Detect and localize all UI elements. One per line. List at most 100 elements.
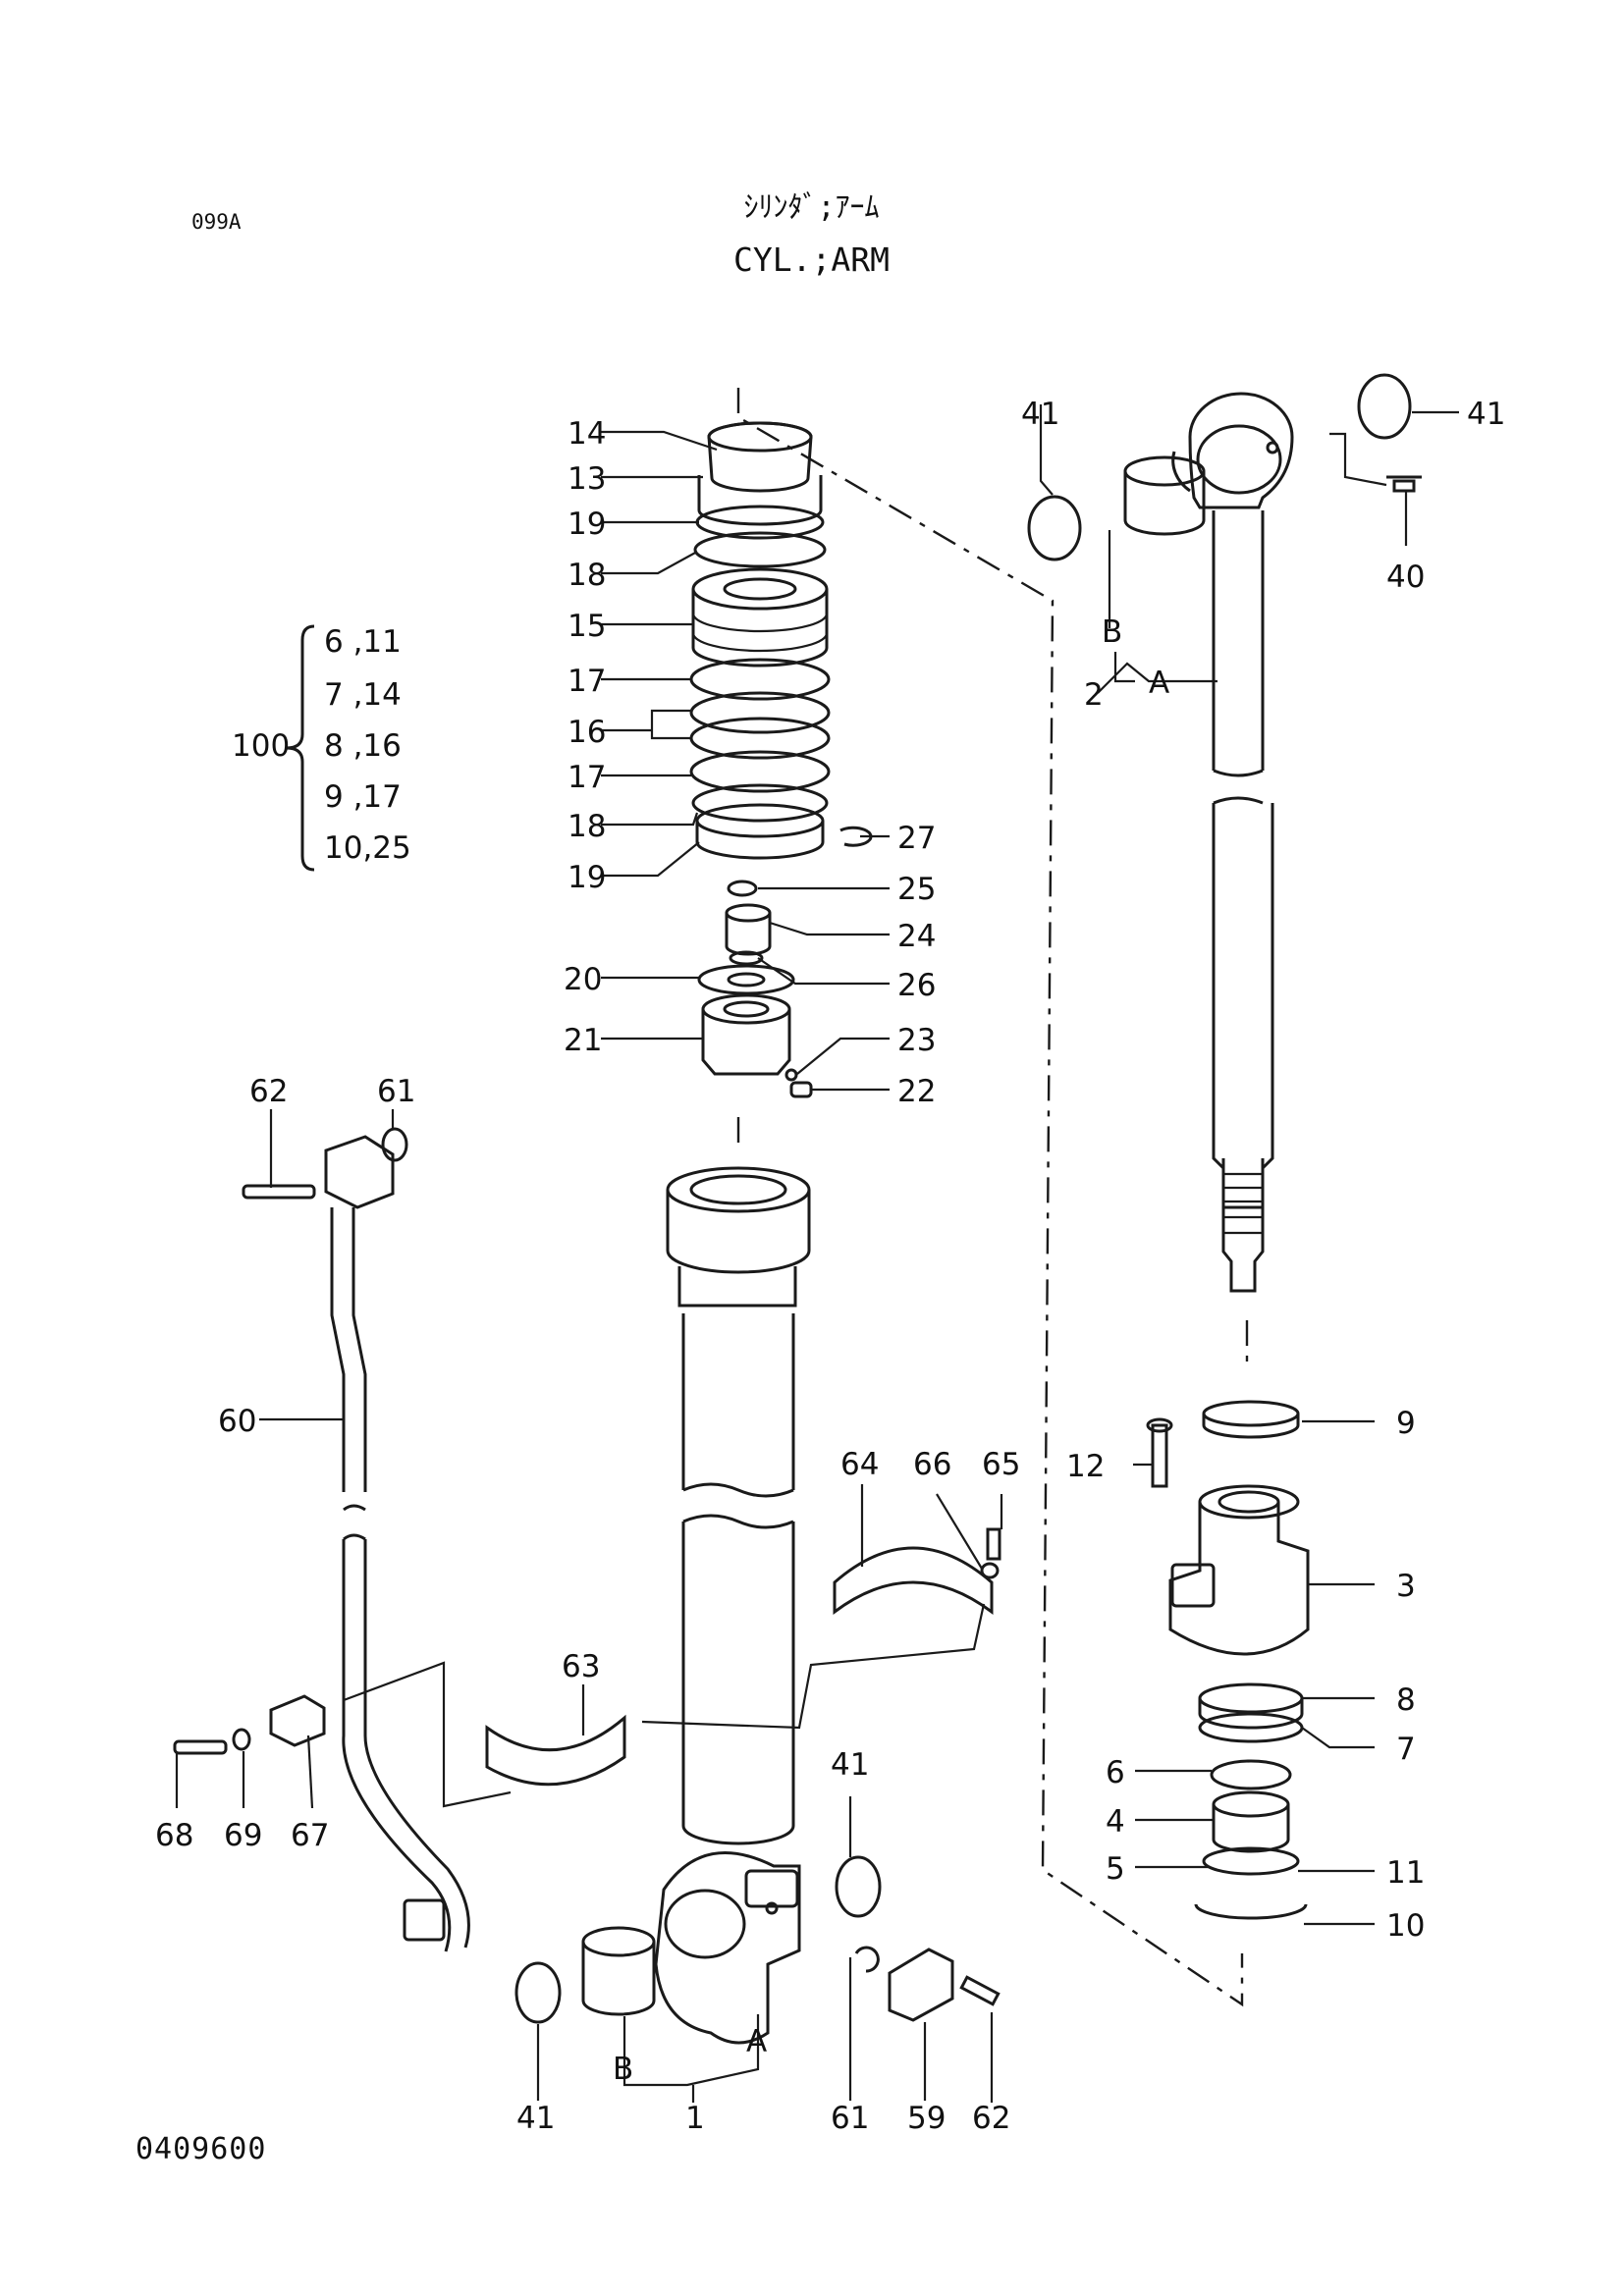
callout-25: 25 bbox=[897, 872, 936, 907]
callout-21: 21 bbox=[564, 1023, 602, 1058]
callout-15: 15 bbox=[568, 609, 606, 644]
part-20-shim bbox=[697, 964, 795, 995]
callout-27: 27 bbox=[897, 821, 936, 856]
leader-lines bbox=[175, 404, 1459, 2103]
part-41-ring-bottom-right bbox=[835, 1855, 882, 1918]
callout-11: 11 bbox=[1386, 1855, 1425, 1891]
callout-19a: 19 bbox=[568, 507, 606, 542]
callout-64: 64 bbox=[840, 1447, 879, 1482]
callout-20: 20 bbox=[564, 962, 602, 997]
callout-18a: 18 bbox=[568, 558, 606, 593]
piston-rod bbox=[1027, 373, 1422, 1293]
callout-10: 10 bbox=[1386, 1908, 1425, 1944]
kit-row-1: 6 ,11 bbox=[324, 624, 402, 660]
part-62-bolt-bottom bbox=[959, 1975, 1001, 2006]
part-b-bushing-top bbox=[1123, 455, 1206, 487]
label-b-bottom: B bbox=[613, 2052, 633, 2087]
part-21-nut bbox=[701, 1009, 791, 1076]
part-61-ring-top bbox=[381, 1127, 408, 1162]
callout-60: 60 bbox=[218, 1404, 256, 1439]
callout-8: 8 bbox=[1396, 1682, 1416, 1718]
part-24-collar bbox=[725, 913, 772, 956]
callout-61-top: 61 bbox=[377, 1074, 415, 1109]
part-63-band bbox=[485, 1714, 626, 1787]
part-17-ring-bot bbox=[689, 750, 831, 793]
drawing-number: 0409600 bbox=[135, 2132, 267, 2166]
callout-22: 22 bbox=[897, 1074, 936, 1109]
callout-13: 13 bbox=[568, 461, 606, 497]
part-16-ring-a bbox=[689, 691, 831, 734]
callout-6: 6 bbox=[1106, 1755, 1125, 1790]
cylinder-head-group bbox=[1146, 1400, 1310, 1920]
callout-62-top: 62 bbox=[249, 1074, 288, 1109]
piston-seal-stack bbox=[689, 421, 873, 1098]
part-3-head bbox=[1168, 1502, 1310, 1656]
kit-row-2: 7 ,14 bbox=[324, 677, 402, 713]
part-11-ring bbox=[1202, 1846, 1300, 1876]
callout-4: 4 bbox=[1106, 1804, 1125, 1840]
callout-18b: 18 bbox=[568, 809, 606, 844]
callout-59: 59 bbox=[907, 2101, 946, 2136]
callout-17b: 17 bbox=[568, 760, 606, 795]
part-b-bushing-bottom bbox=[581, 1926, 656, 1957]
assembly-phantom-line bbox=[736, 388, 1249, 2007]
callout-68: 68 bbox=[155, 1818, 193, 1853]
part-14-bushing bbox=[707, 421, 813, 493]
kit-100-brace bbox=[286, 624, 315, 872]
label-a-top: A bbox=[1149, 666, 1169, 701]
part-15-piston bbox=[691, 589, 829, 667]
part-10-wiper bbox=[1194, 1903, 1308, 1920]
callout-63: 63 bbox=[562, 1649, 600, 1684]
part-9-ring bbox=[1202, 1400, 1300, 1427]
part-66-washer bbox=[980, 1562, 1000, 1579]
callout-66: 66 bbox=[913, 1447, 951, 1482]
callout-16: 16 bbox=[568, 715, 606, 750]
callout-67: 67 bbox=[291, 1818, 329, 1853]
part-8-ring bbox=[1198, 1682, 1304, 1714]
callout-5: 5 bbox=[1106, 1851, 1125, 1887]
part-67-clamp bbox=[269, 1694, 326, 1747]
pipe-fitting-nut bbox=[403, 1898, 446, 1942]
callout-23: 23 bbox=[897, 1023, 936, 1058]
part-41-ring-top-right bbox=[1357, 373, 1412, 440]
kit-row-4: 9 ,17 bbox=[324, 779, 402, 815]
callout-9: 9 bbox=[1396, 1406, 1416, 1441]
pipe-assembly bbox=[173, 1127, 1001, 1952]
part-59-block bbox=[888, 1948, 954, 2022]
callout-7: 7 bbox=[1396, 1732, 1416, 1767]
part-61-ring-bottom bbox=[854, 1946, 880, 1973]
label-a-bottom: A bbox=[746, 2024, 767, 2059]
part-22-screw bbox=[789, 1081, 813, 1098]
part-40-grease-nipple bbox=[1386, 475, 1422, 493]
callout-40: 40 bbox=[1386, 560, 1425, 595]
callout-41-top-right: 41 bbox=[1467, 397, 1505, 432]
part-18-ring-top bbox=[693, 531, 827, 568]
part-65-bolt bbox=[986, 1527, 1001, 1561]
callout-12: 12 bbox=[1066, 1449, 1105, 1484]
kit-row-3: 8 ,16 bbox=[324, 728, 402, 764]
part-25-ring bbox=[727, 880, 758, 897]
part-18-ring-bot bbox=[691, 783, 829, 823]
bottom-bushing-group bbox=[514, 1855, 1001, 2024]
part-6-ring bbox=[1210, 1759, 1292, 1790]
part-69-washer bbox=[232, 1728, 251, 1751]
callout-3: 3 bbox=[1396, 1569, 1416, 1604]
title-english: CYL.;ARM bbox=[733, 240, 890, 279]
part-23-ball bbox=[784, 1068, 798, 1082]
callout-14: 14 bbox=[568, 416, 606, 452]
callout-41-bottom-left: 41 bbox=[516, 2101, 555, 2136]
part-19-ring-bot bbox=[695, 821, 825, 860]
callout-41-top-left: 41 bbox=[1021, 397, 1059, 432]
pipe-elbow-block bbox=[324, 1135, 395, 1209]
callout-69: 69 bbox=[224, 1818, 262, 1853]
part-41-ring-bottom-left bbox=[514, 1961, 562, 2024]
kit-row-5: 10,25 bbox=[324, 830, 411, 866]
callout-26: 26 bbox=[897, 968, 936, 1003]
callout-2: 2 bbox=[1084, 677, 1104, 713]
label-b-top: B bbox=[1102, 614, 1122, 650]
callout-62-bottom: 62 bbox=[972, 2101, 1010, 2136]
part-26-ring bbox=[729, 950, 764, 966]
callout-1: 1 bbox=[685, 2101, 705, 2136]
callout-61-bottom: 61 bbox=[831, 2101, 869, 2136]
